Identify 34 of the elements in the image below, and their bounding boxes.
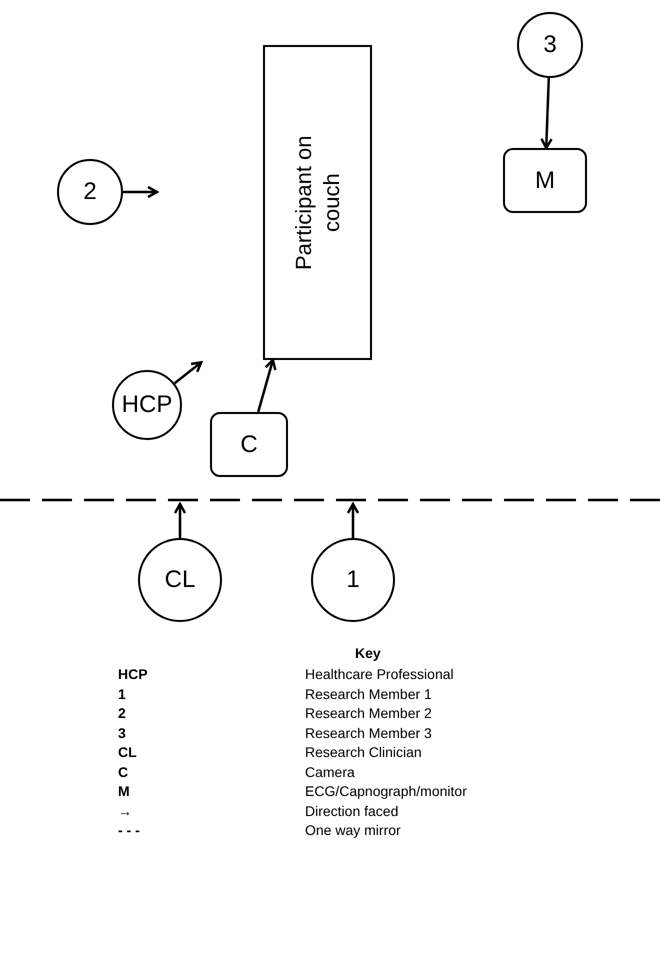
arrow [257, 358, 277, 412]
key-symbol: 1 [118, 686, 126, 702]
key-symbol: - - - [118, 822, 140, 838]
key-symbol: C [118, 764, 128, 780]
equipment-box: C [210, 412, 288, 477]
key-symbol: CL [118, 744, 137, 760]
direction-arrow [123, 186, 158, 198]
person-circle: CL [138, 538, 222, 622]
key-description: Healthcare Professional [305, 666, 454, 682]
direction-arrow [174, 361, 202, 384]
equipment-box: M [503, 148, 587, 213]
key-description: ECG/Capnograph/monitor [305, 783, 467, 799]
key-symbol: → [118, 802, 132, 818]
key-symbol: 2 [118, 705, 126, 721]
person-circle: 2 [57, 159, 123, 225]
key-description: Research Member 2 [305, 705, 432, 721]
arrow [540, 78, 553, 150]
key-title: Key [355, 645, 381, 661]
key-symbol: HCP [118, 666, 148, 682]
key-description: Direction faced [305, 802, 398, 818]
direction-arrow [346, 502, 360, 538]
person-circle: 3 [517, 12, 583, 78]
key-description: Research Member 3 [305, 724, 432, 740]
key-description: One way mirror [305, 822, 401, 838]
couch-rectangle [263, 45, 372, 360]
direction-arrow [174, 502, 186, 538]
key-description: Camera [305, 764, 355, 780]
couch-label: Participant on couch [290, 134, 344, 272]
person-circle: 1 [311, 538, 395, 622]
key-description: Research Clinician [305, 744, 422, 760]
key-description: Research Member 1 [305, 686, 432, 702]
key-symbol: 3 [118, 724, 126, 740]
key-symbol: M [118, 783, 130, 799]
person-circle: HCP [112, 370, 182, 440]
